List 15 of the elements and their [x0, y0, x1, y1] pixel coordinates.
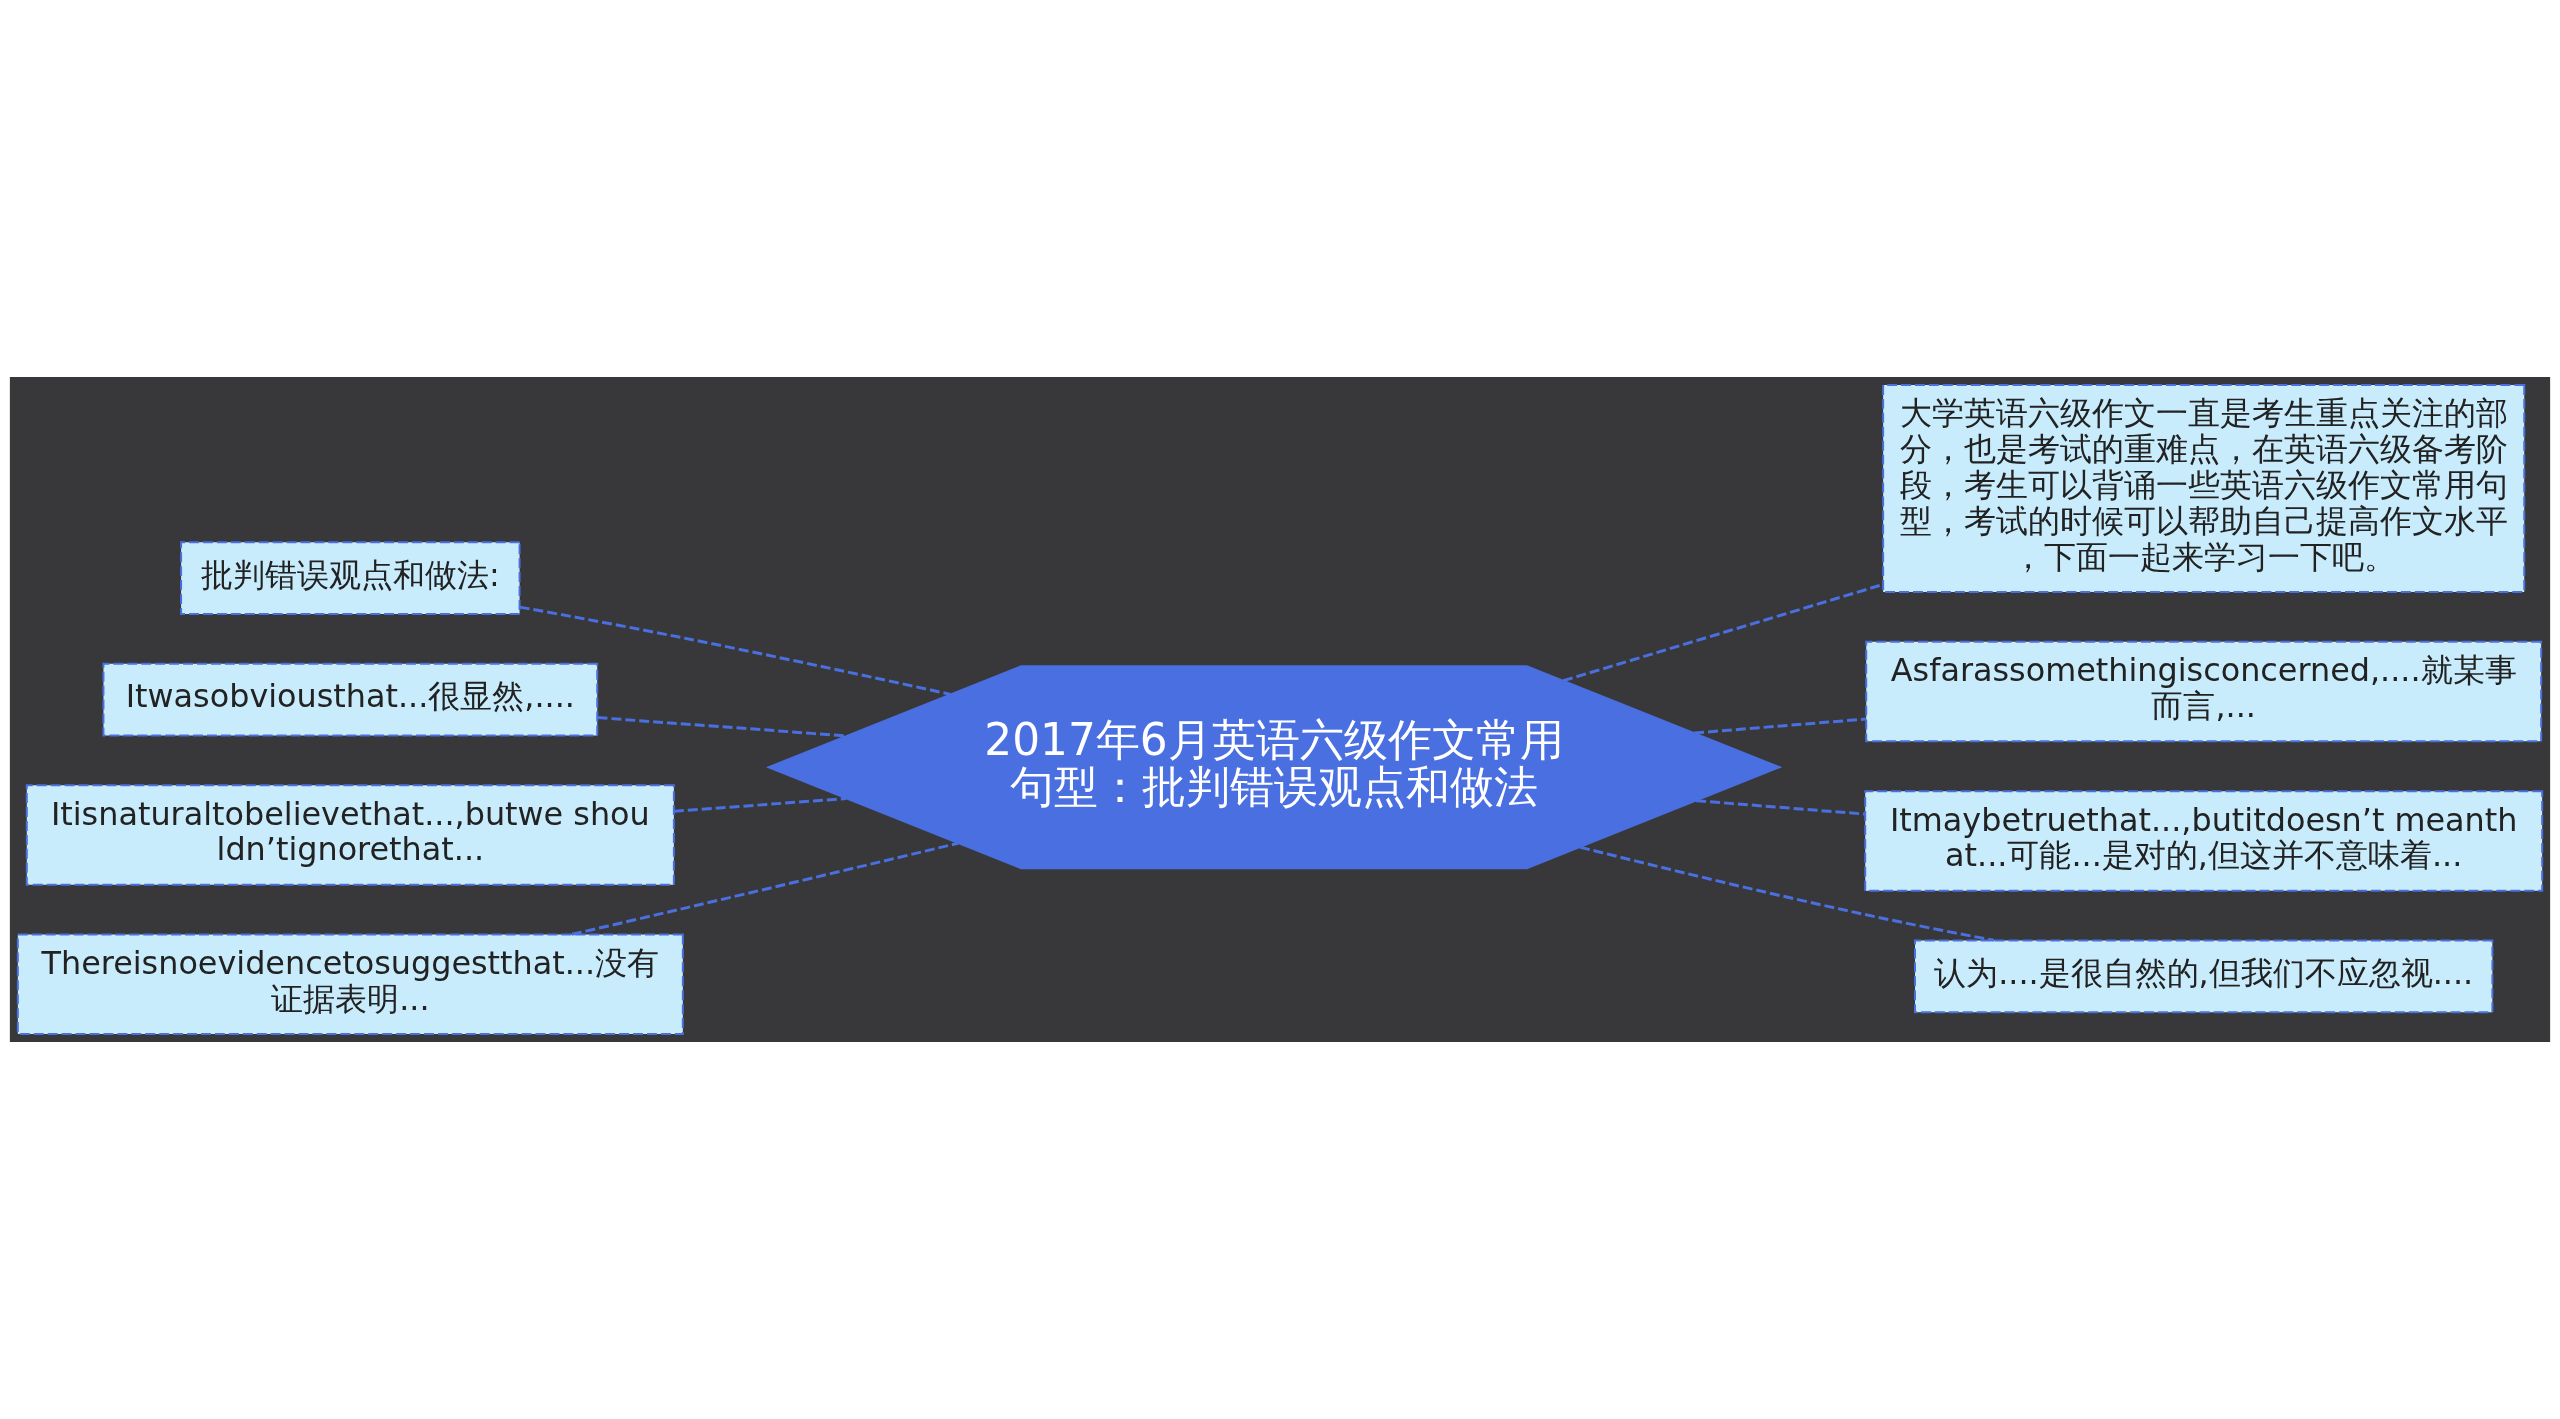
connector — [1694, 717, 1866, 735]
node-box: 大学英语六级作文一直是考生重点关注的部分，也是考试的重难点，在英语六级备考阶段，考生可以背诵一些英语六级作文常用句型，考试的时候可以帮助自己提高作文水平，下面一起来学习一下吧。 — [1882, 383, 2526, 594]
node-box: Asfarassomethingisconcerned,....就某事而言,... — [1865, 640, 2543, 743]
connector — [519, 605, 951, 696]
node-box: Itwasobviousthat...很显然,.... — [102, 662, 599, 737]
node-box: Thereisnoevidencetosuggestthat...没有证据表明... — [16, 933, 684, 1036]
node-box: 认为....是很自然的,但我们不应忽视.... — [1914, 939, 2494, 1014]
node-box: Itisnaturaltobelievethat...,butwe shouldn’tignorethat... — [25, 784, 675, 886]
node-box: 批判错误观点和做法: — [180, 541, 521, 615]
connector — [1579, 845, 1995, 942]
connector — [571, 841, 959, 936]
connector — [673, 797, 847, 813]
connector — [1696, 799, 1865, 816]
connector — [597, 716, 847, 738]
node-box: Itmaybetruethat...,butitdoesn’t meanthat...可能...是对的,但这并不意味着... — [1864, 790, 2544, 892]
